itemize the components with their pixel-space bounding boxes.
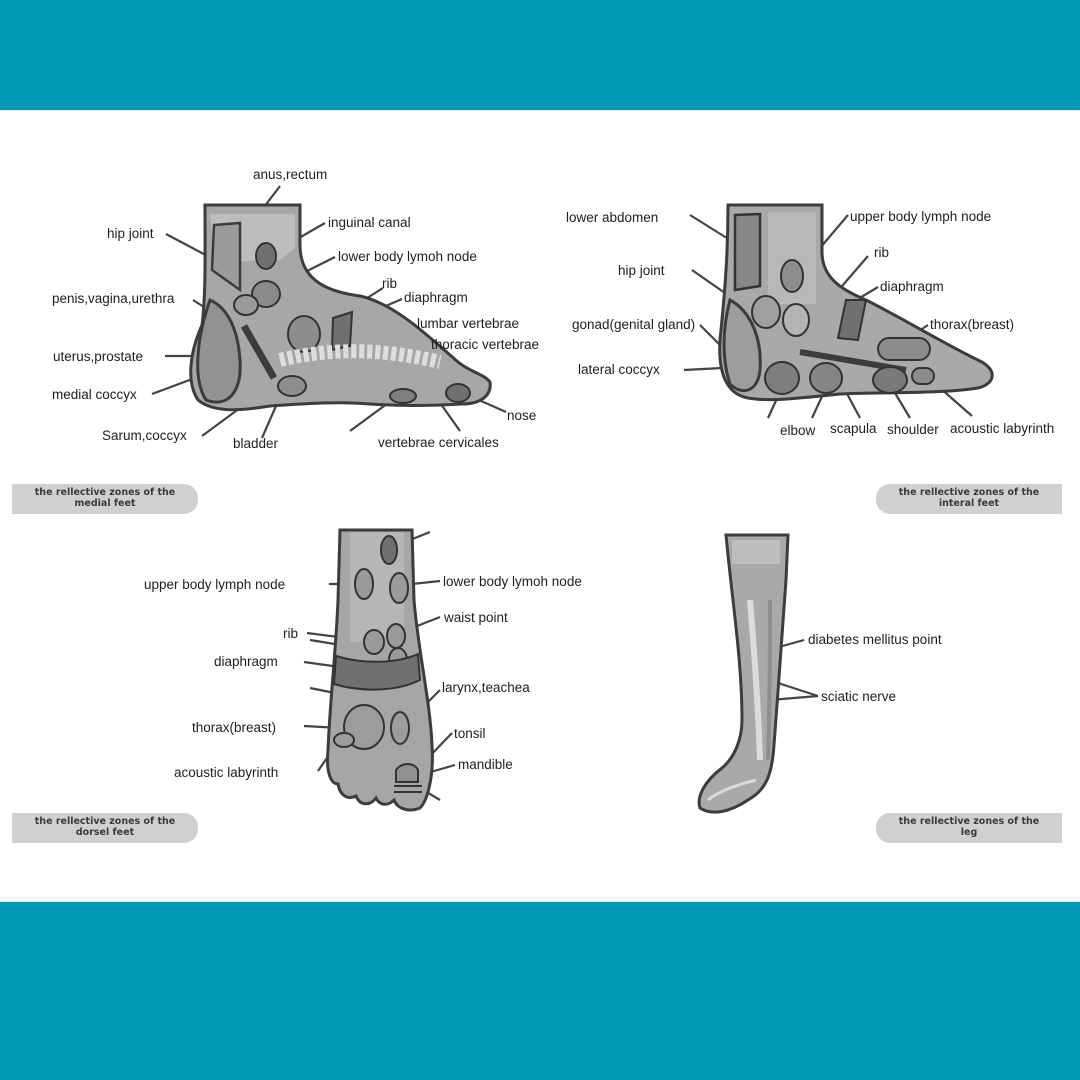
label-acoustic-labyrinth: acoustic labyrinth [174,765,278,780]
caption-line: medial feet [74,498,136,509]
label-hip-joint: hip joint [618,263,665,278]
label-rib: rib [283,626,298,641]
label-waist-point: waist point [443,610,508,625]
caption-line: interal feet [938,498,1000,509]
label-acoustic-labyrinth: acoustic labyrinth [950,421,1054,436]
label-upper-body-lymph-node: upper body lymph node [850,209,991,224]
dorsal-labels: upper body lymph node lower body lymoh n… [144,574,582,780]
caption-line: leg [960,827,978,838]
leg-labels: diabetes mellitus point sciatic nerve [808,632,942,704]
caption-line: the rellective zones of the [34,487,176,498]
label-uterus-prostate: uterus,prostate [53,349,143,364]
label-thoracic-vertebrae: thoracic vertebrae [431,337,539,352]
label-vertebrae-cervicales: vertebrae cervicales [378,435,499,450]
label-larynx-teachea: larynx,teachea [442,680,530,695]
top-color-band [0,0,1080,107]
caption-leg: the rellective zones of the leg [876,813,1062,843]
caption-line: the rellective zones of the [898,816,1040,827]
medial-labels: anus,rectum inguinal canal hip joint low… [52,167,539,451]
label-lumbar-vertebrae: lumbar vertebrae [417,316,519,331]
label-hip-joint: hip joint [107,226,154,241]
label-diaphragm: diaphragm [404,290,468,305]
caption-lateral-feet: the rellective zones of the interal feet [876,484,1062,514]
medial-foot-illustration [189,203,492,412]
label-gonad-genital-gland: gonad(genital gland) [572,317,695,332]
label-sarum-coccyx: Sarum,coccyx [102,428,187,443]
label-shoulder: shoulder [887,422,939,437]
label-thorax-breast: thorax(breast) [930,317,1014,332]
label-mandible: mandible [458,757,513,772]
caption-dorsal-feet: the rellective zones of the dorsel feet [12,813,198,843]
label-diaphragm: diaphragm [214,654,278,669]
label-rib: rib [874,245,889,260]
label-lateral-coccyx: lateral coccyx [578,362,660,377]
label-tonsil: tonsil [454,726,486,741]
label-diaphragm: diaphragm [880,279,944,294]
label-sciatic-nerve: sciatic nerve [821,689,896,704]
label-anus-rectum: anus,rectum [253,167,327,182]
bottom-color-band [0,903,1080,1080]
label-elbow: elbow [780,423,816,438]
label-lower-body-lymph-node: lower body lymoh node [338,249,477,264]
caption-line: the rellective zones of the [898,487,1040,498]
label-upper-body-lymph-node: upper body lymph node [144,577,285,592]
lateral-foot-illustration [718,203,994,402]
label-bladder: bladder [233,436,279,451]
label-medial-coccyx: medial coccyx [52,387,137,402]
lateral-labels: lower abdomen upper body lymph node hip … [566,209,1054,438]
label-diabetes-mellitus-point: diabetes mellitus point [808,632,942,647]
label-scapula: scapula [830,421,877,436]
caption-line: dorsel feet [75,827,135,838]
caption-medial-feet: the rellective zones of the medial feet [12,484,198,514]
label-inguinal-canal: inguinal canal [328,215,411,230]
label-nose: nose [507,408,536,423]
label-rib: rib [382,276,397,291]
caption-line: the rellective zones of the [34,816,176,827]
dorsal-foot-illustration [326,528,434,812]
label-lower-body-lymph-node: lower body lymoh node [443,574,582,589]
label-penis-vagina-urethra: penis,vagina,urethra [52,291,175,306]
label-lower-abdomen: lower abdomen [566,210,658,225]
leg-illustration [697,533,790,814]
label-thorax-breast: thorax(breast) [192,720,276,735]
